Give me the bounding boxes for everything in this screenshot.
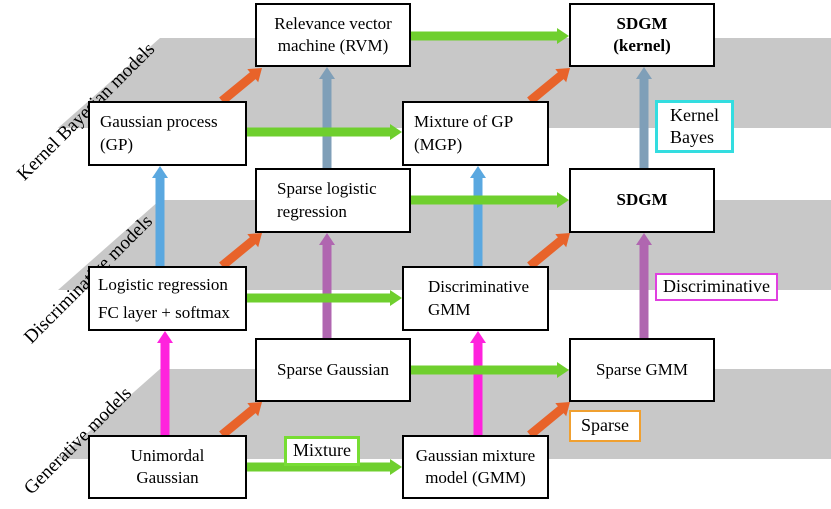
arrow-rvm-to-sdgm-kernel	[411, 28, 569, 44]
mixture-tag: Mixture	[284, 436, 360, 466]
sdgm-kernel-line-2: (kernel)	[613, 36, 671, 55]
arrow-sdgm-to-sdgm-kernel	[636, 67, 652, 168]
arrow-sparse-logistic-to-sdgm	[411, 192, 569, 208]
arrow-logistic-to-sparse-logistic	[219, 233, 262, 270]
arrow-gp-to-rvm	[219, 68, 262, 105]
gp-line-1: Gaussian process	[100, 112, 218, 132]
arrow-sparse-gaussian-to-sparse-gmm	[411, 362, 569, 378]
arrow-gmm-to-sparse-gmm	[527, 402, 570, 439]
kernel-tag: Kernel Bayes	[655, 100, 734, 154]
sdgm-kernel-line-1: SDGM	[616, 13, 668, 33]
logistic-line-1: Logistic regression	[98, 275, 228, 295]
arrow-disc-gmm-to-sdgm	[527, 233, 570, 270]
unimodal-line-2: Gaussian	[136, 468, 199, 487]
rvm-line-1: Relevance vector	[274, 13, 392, 33]
kernel-tag-line-1: Kernel	[670, 105, 719, 125]
disc-gmm-node: Discriminative GMM	[402, 266, 549, 331]
arrow-logistic-to-disc-gmm	[247, 290, 402, 306]
arrow-mgp-to-sdgm-kernel	[527, 68, 570, 105]
unimodal-line-1: Unimordal	[130, 445, 205, 465]
arrow-sparse-gmm-to-sdgm	[636, 233, 652, 338]
arrow-logistic-to-gp	[152, 166, 168, 266]
sparse-gaussian-line-1: Sparse Gaussian	[277, 359, 389, 379]
mgp-line-2: (MGP)	[414, 134, 463, 154]
mgp-line-1: Mixture of GP	[414, 112, 514, 132]
horizontal-arrows	[219, 28, 570, 475]
arrow-unimodal-to-sparse-gaussian	[219, 402, 262, 439]
arrow-disc-gmm-to-mgp	[470, 166, 486, 266]
logistic-node: Logistic regression FC layer + softmax	[88, 266, 247, 331]
rvm-line-2: machine (RVM)	[277, 36, 389, 55]
unimodal-node: Unimordal Gaussian	[88, 435, 247, 499]
sparse-logistic-line-1: Sparse logistic	[277, 179, 377, 199]
sparse-gmm-line-1: Sparse GMM	[595, 359, 689, 379]
vertical-arrows	[152, 67, 652, 435]
sparse-logistic-line-2: regression	[277, 201, 347, 221]
sdgm-line-1: SDGM	[616, 190, 668, 210]
sdgm-node: SDGM	[569, 168, 715, 233]
mgp-node: Mixture of GP (MGP)	[402, 101, 549, 166]
arrow-sparse-logistic-to-rvm	[319, 67, 335, 168]
discriminative-tag: Discriminative	[655, 273, 778, 301]
arrow-sparse-gaussian-to-sparse-logistic	[319, 233, 335, 338]
sdgm-kernel-node: SDGM (kernel)	[569, 3, 715, 67]
sparse-logistic-node: Sparse logistic regression	[255, 168, 411, 233]
gmm-line-1: Gaussian mixture	[415, 445, 536, 465]
sparse-gmm-node: Sparse GMM	[569, 338, 715, 402]
disc-gmm-line-2: GMM	[428, 299, 471, 319]
arrow-unimodal-to-logistic	[157, 331, 173, 435]
rvm-node: Relevance vector machine (RVM)	[255, 3, 411, 67]
sparse-gaussian-node: Sparse Gaussian	[255, 338, 411, 402]
arrow-gp-to-mgp	[247, 124, 402, 140]
arrow-gmm-to-disc-gmm	[470, 331, 486, 435]
sparse-tag: Sparse	[569, 410, 641, 442]
gp-node: Gaussian process (GP)	[88, 101, 247, 166]
gmm-node: Gaussian mixture model (GMM)	[402, 435, 549, 499]
disc-gmm-line-1: Discriminative	[428, 277, 530, 297]
kernel-tag-line-2: Bayes	[670, 126, 714, 147]
logistic-line-2: FC layer + softmax	[98, 302, 230, 322]
gp-line-2: (GP)	[100, 134, 134, 154]
gmm-line-2: model (GMM)	[425, 468, 526, 487]
